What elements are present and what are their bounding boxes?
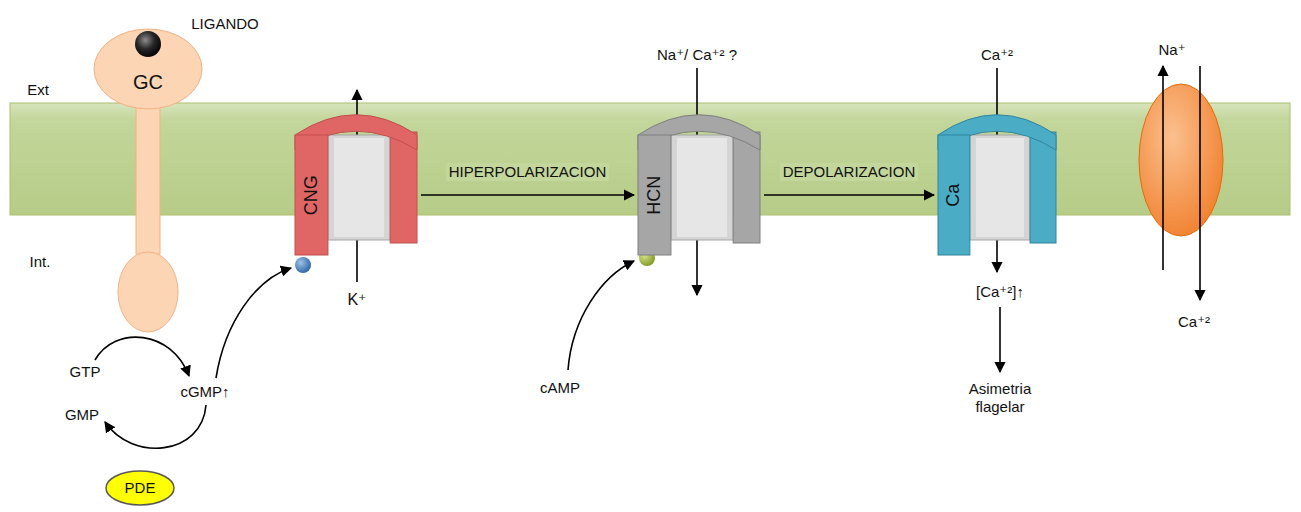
cgmp-binding-site [295, 257, 311, 273]
channel-name: HCN [644, 176, 665, 215]
channel-pore-light [677, 138, 727, 237]
camp-binding-arrow [568, 261, 634, 370]
hcn-channel: HCN [638, 105, 760, 255]
region-label: Int. [30, 253, 51, 271]
receptor-stalk [136, 104, 160, 254]
effect-label: Asimetria flagelar [955, 380, 1045, 416]
ion-label: Ca⁺² [1178, 313, 1210, 331]
channel-wall [733, 132, 760, 243]
exchanger [1139, 84, 1223, 236]
channel-pore [671, 135, 733, 240]
channel-pore [328, 135, 390, 240]
ion-label: Na⁺ [1158, 41, 1185, 59]
node-label: PDE [125, 479, 156, 496]
channel-name: CNG [301, 175, 322, 215]
receptor-gc: GC [93, 28, 203, 110]
effect-arrow [999, 307, 1001, 372]
metabolite-label: GTP [70, 363, 101, 381]
edge-label: HIPERPOLARIZACION [446, 163, 610, 181]
channel-pore-light [334, 138, 384, 237]
node-shape [938, 105, 1056, 255]
ligand-sphere [135, 31, 161, 57]
calcium-influx-arrow [1199, 66, 1201, 300]
hydrolysis-arrow [105, 405, 206, 448]
channel-pore [970, 135, 1030, 240]
channel-wall [638, 135, 671, 255]
receptor-intracellular-domain [118, 252, 178, 332]
metabolite-label: cGMP↑ [180, 383, 229, 401]
channel-wall [390, 132, 417, 243]
calcium-channel: Ca [938, 105, 1056, 255]
connector-arrow [764, 194, 934, 196]
channel-wall [295, 135, 328, 255]
ion-label: Ca⁺² [981, 46, 1013, 64]
channel-wall [1030, 132, 1056, 243]
node-label: GC [133, 71, 163, 94]
region-label: Ext [27, 81, 49, 99]
receptor-outline [94, 29, 202, 109]
metabolite-label: GMP [65, 406, 99, 424]
connector-arrow [421, 194, 634, 196]
node-shape [93, 28, 203, 110]
synthesis-arrow [95, 337, 189, 376]
channel-pore-light [976, 138, 1024, 237]
enzyme-ellipse: PDE [105, 470, 175, 506]
concentration-label: [Ca⁺²]↑ [976, 283, 1024, 301]
sodium-efflux-arrow [1162, 66, 1164, 270]
channel-wall [938, 135, 970, 255]
cgmp-binding-arrow [216, 268, 291, 378]
edge-label: DEPOLARIZACION [780, 163, 919, 181]
arrow-group [95, 66, 1200, 448]
ligand-label: LIGANDO [191, 15, 259, 33]
enzyme-outline [106, 471, 174, 505]
metabolite-label: cAMP [540, 379, 580, 397]
channel-name: Ca [944, 183, 965, 206]
ion-label: Na⁺/ Ca⁺² ? [657, 46, 737, 64]
cng-channel: CNG [295, 105, 417, 255]
ion-label: K⁺ [347, 290, 366, 309]
